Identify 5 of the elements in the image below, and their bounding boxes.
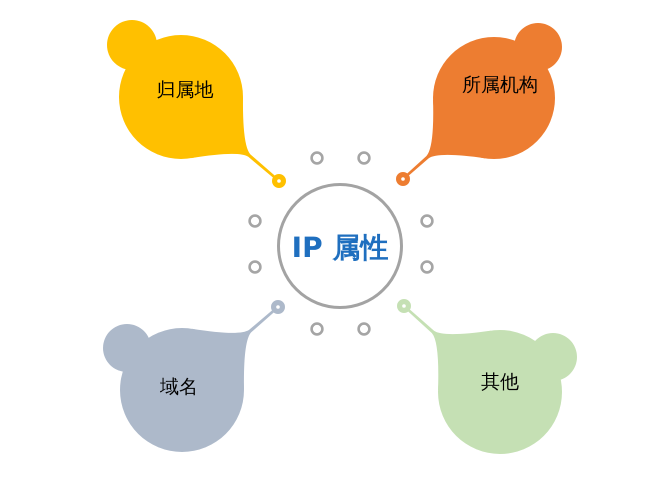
- topic-label: IP 属性: [292, 232, 388, 264]
- category-label: 域名: [160, 377, 198, 399]
- category-label: 其他: [481, 372, 519, 394]
- category-label: 所属机构: [462, 75, 538, 97]
- category-label: 归属地: [156, 80, 214, 102]
